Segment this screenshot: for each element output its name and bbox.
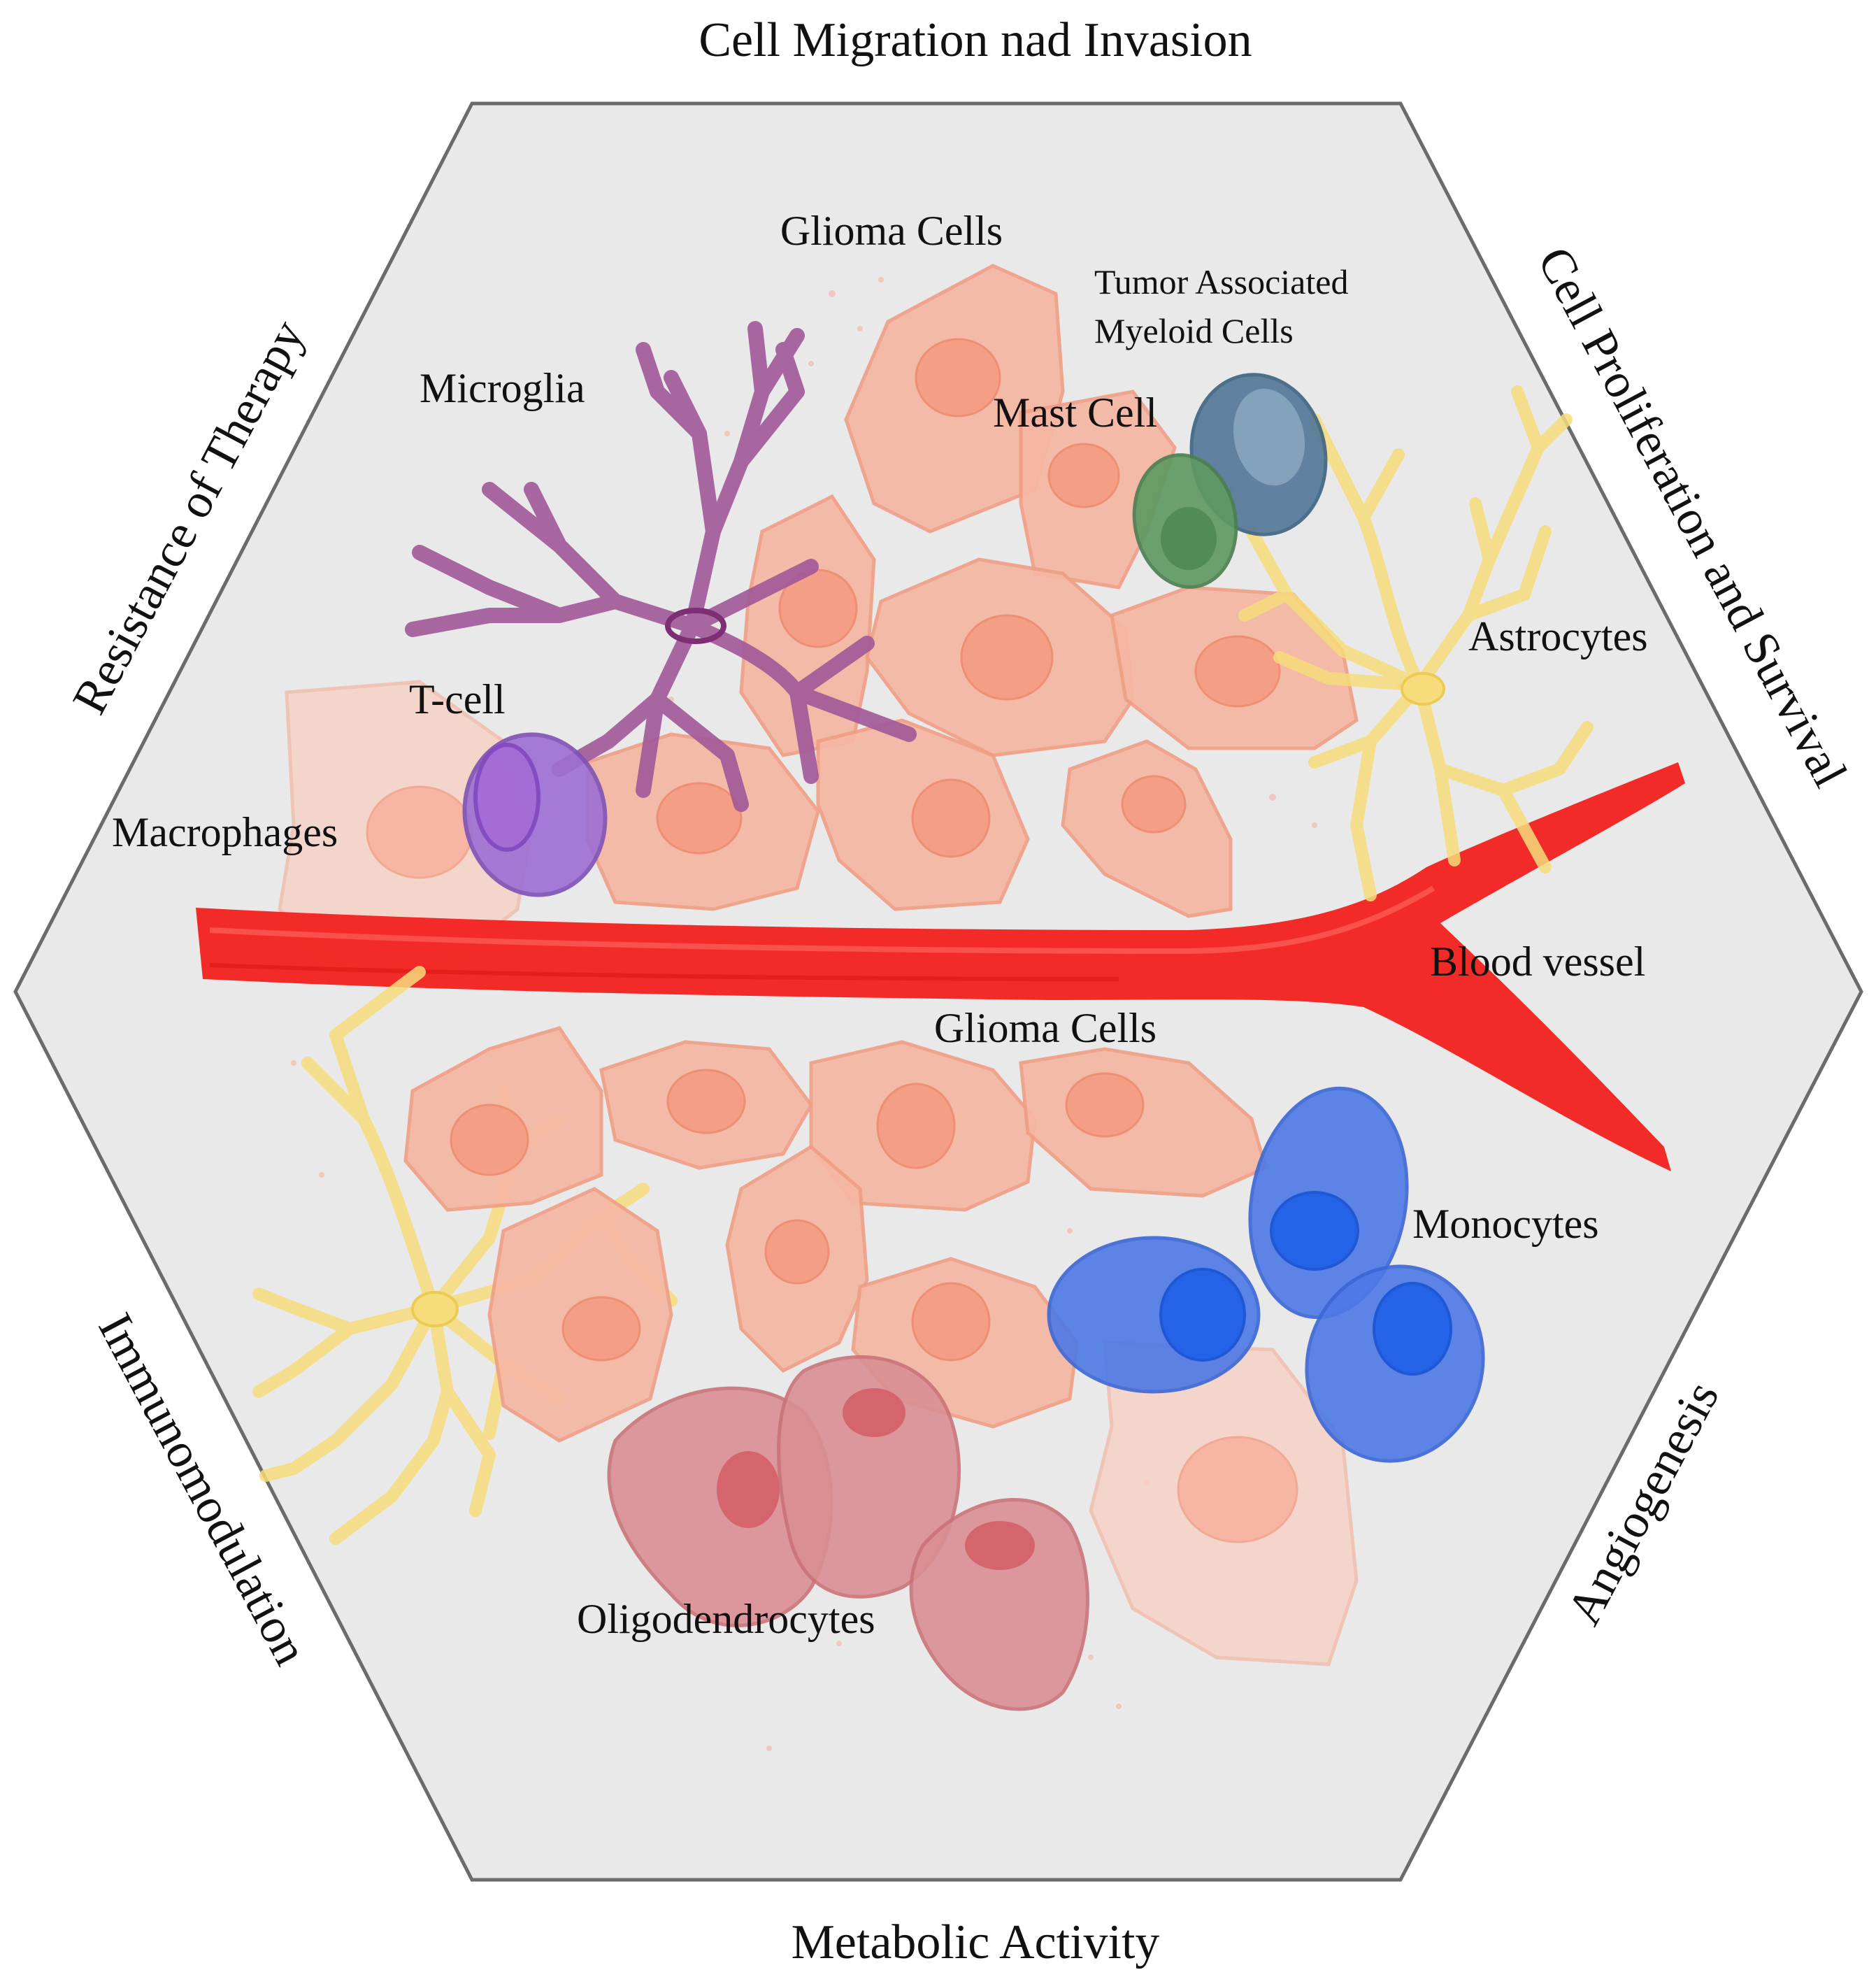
- label-macrophages: Macrophages: [112, 809, 338, 855]
- label-astrocytes: Astrocytes: [1468, 613, 1648, 659]
- label-tumor-myeloid-line2: Myeloid Cells: [1094, 311, 1294, 350]
- mast-cell: [1132, 453, 1238, 589]
- glioma-cells-lower: [403, 1026, 1268, 1443]
- side-label-bottom: Metabolic Activity: [792, 1915, 1160, 1969]
- label-mast-cell: Mast Cell: [993, 390, 1157, 436]
- label-glioma-cells-top: Glioma Cells: [780, 208, 1003, 254]
- label-tumor-myeloid-line1: Tumor Associated: [1094, 262, 1348, 301]
- blood-vessel: [196, 762, 1685, 1171]
- microglia-cell: [405, 321, 917, 812]
- label-microglia: Microglia: [420, 365, 585, 411]
- monocytes: [1047, 1086, 1485, 1463]
- label-monocytes: Monocytes: [1412, 1201, 1599, 1247]
- t-cell: [462, 732, 608, 897]
- label-glioma-cells-bottom: Glioma Cells: [934, 1005, 1157, 1051]
- faint-glioma-cells: [278, 680, 1359, 1667]
- label-blood-vessel: Blood vessel: [1430, 939, 1645, 985]
- label-oligodendrocytes: Oligodendrocytes: [577, 1596, 875, 1642]
- label-t-cell: T-cell: [409, 676, 506, 722]
- astrocyte-upper: [1238, 385, 1594, 901]
- side-label-top: Cell Migration nad Invasion: [699, 13, 1252, 67]
- oligodendrocytes: [607, 1355, 1089, 1711]
